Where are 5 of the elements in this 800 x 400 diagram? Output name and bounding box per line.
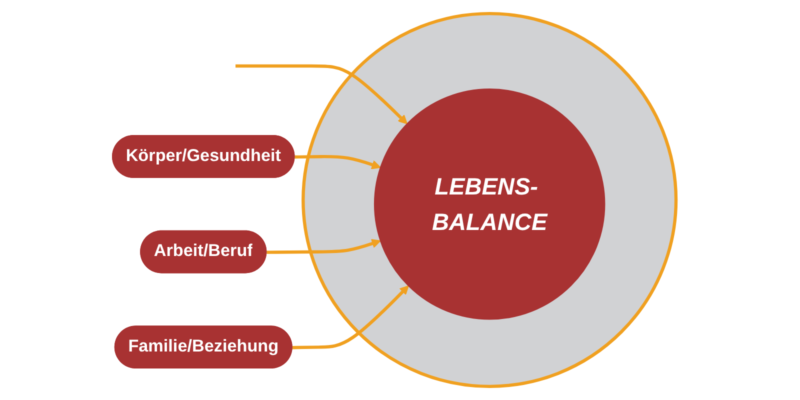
arrow (266, 239, 382, 254)
arrow (236, 64, 408, 124)
arrow (292, 285, 410, 350)
arrow (295, 154, 382, 170)
node-circle: LEBENS- BALANCE (374, 88, 606, 320)
